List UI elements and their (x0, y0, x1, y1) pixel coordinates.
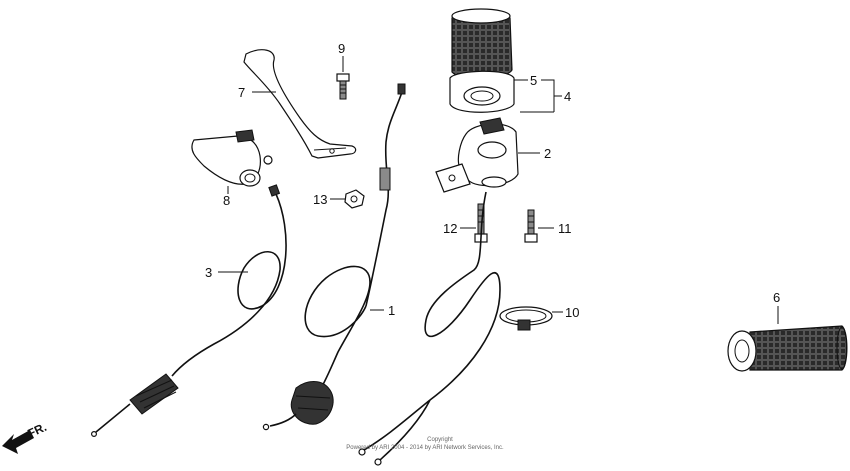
part-label-7: 7 (238, 85, 245, 100)
pivot-bolt[interactable] (336, 73, 350, 100)
leader-bracket-4-5 (520, 79, 562, 113)
part-label-10: 10 (565, 305, 579, 320)
screw-right[interactable] (524, 209, 538, 243)
part-label-5: 5 (530, 73, 537, 88)
part-label-6: 6 (773, 290, 780, 305)
part-label-13: 13 (313, 192, 327, 207)
part-label-9: 9 (338, 41, 345, 56)
choke-lever-holder[interactable] (191, 129, 273, 187)
front-direction-arrow: FR. (2, 420, 49, 454)
throttle-housing[interactable] (435, 117, 519, 193)
copyright-line-2: Powered by ARI 2004 - 2014 by ARI Networ… (346, 445, 504, 451)
part-label-1: 1 (388, 303, 395, 318)
handle-grip[interactable] (727, 325, 848, 372)
part-label-4: 4 (564, 89, 571, 104)
throttle-cable-pair[interactable] (358, 191, 501, 466)
part-label-8: 8 (223, 193, 230, 208)
throttle-cable[interactable] (262, 83, 406, 431)
copyright-line-1: Copyright (427, 437, 453, 443)
part-label-12: 12 (443, 221, 457, 236)
cable-band[interactable] (499, 306, 553, 331)
throttle-grip[interactable] (449, 8, 515, 113)
choke-cable[interactable] (90, 184, 287, 438)
part-label-3: 3 (205, 265, 212, 280)
hex-nut[interactable] (344, 189, 365, 209)
clutch-lever[interactable] (243, 49, 357, 159)
front-direction-label: FR. (25, 420, 48, 441)
part-label-11: 11 (558, 221, 572, 236)
part-label-2: 2 (544, 146, 551, 161)
